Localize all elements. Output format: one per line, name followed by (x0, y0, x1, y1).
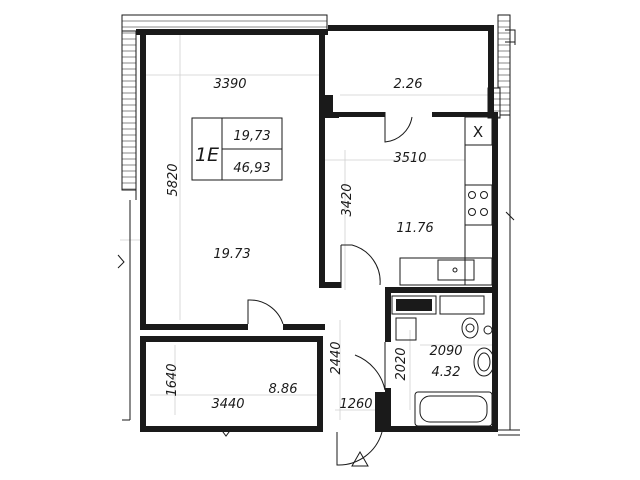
hall-area: 8.86 (269, 382, 298, 397)
bathroom-area: 4.32 (432, 365, 461, 380)
bathtub-icon (414, 391, 493, 427)
outer-outline (117, 29, 520, 437)
vent-mark: X (473, 123, 483, 141)
bathroom-width: 2090 (429, 344, 462, 359)
kitchen-length: 3420 (340, 183, 355, 216)
kitchen-fixtures (399, 116, 493, 286)
balcony-area: 2.26 (394, 77, 423, 92)
corridor-length: 2440 (329, 341, 344, 374)
washbasin-icon (473, 347, 495, 377)
kitchen-width: 3510 (393, 151, 426, 166)
living-room-width: 3390 (213, 77, 246, 92)
hall-width: 3440 (211, 397, 244, 412)
kitchen-area: 11.76 (396, 221, 433, 236)
hall-length: 1640 (165, 363, 180, 396)
guide-lines (120, 35, 495, 420)
apartment-tag (191, 117, 283, 181)
bathroom-fixtures (391, 295, 495, 427)
stove-icon (464, 184, 493, 226)
washing-machine-icon (391, 295, 437, 315)
entry-arrow-icon (351, 450, 369, 467)
kitchen-sink-icon (437, 259, 475, 281)
corridor-width: 1260 (339, 397, 372, 412)
apartment-code: 1E (195, 144, 219, 166)
living-room-length: 5820 (166, 163, 181, 196)
toilet-icon (461, 317, 479, 339)
bathroom-length: 2020 (394, 347, 409, 380)
walls (136, 25, 498, 432)
apartment-living-area: 19,73 (233, 129, 270, 144)
living-room-area: 19.73 (213, 247, 250, 262)
apartment-total-area: 46,93 (233, 161, 270, 176)
